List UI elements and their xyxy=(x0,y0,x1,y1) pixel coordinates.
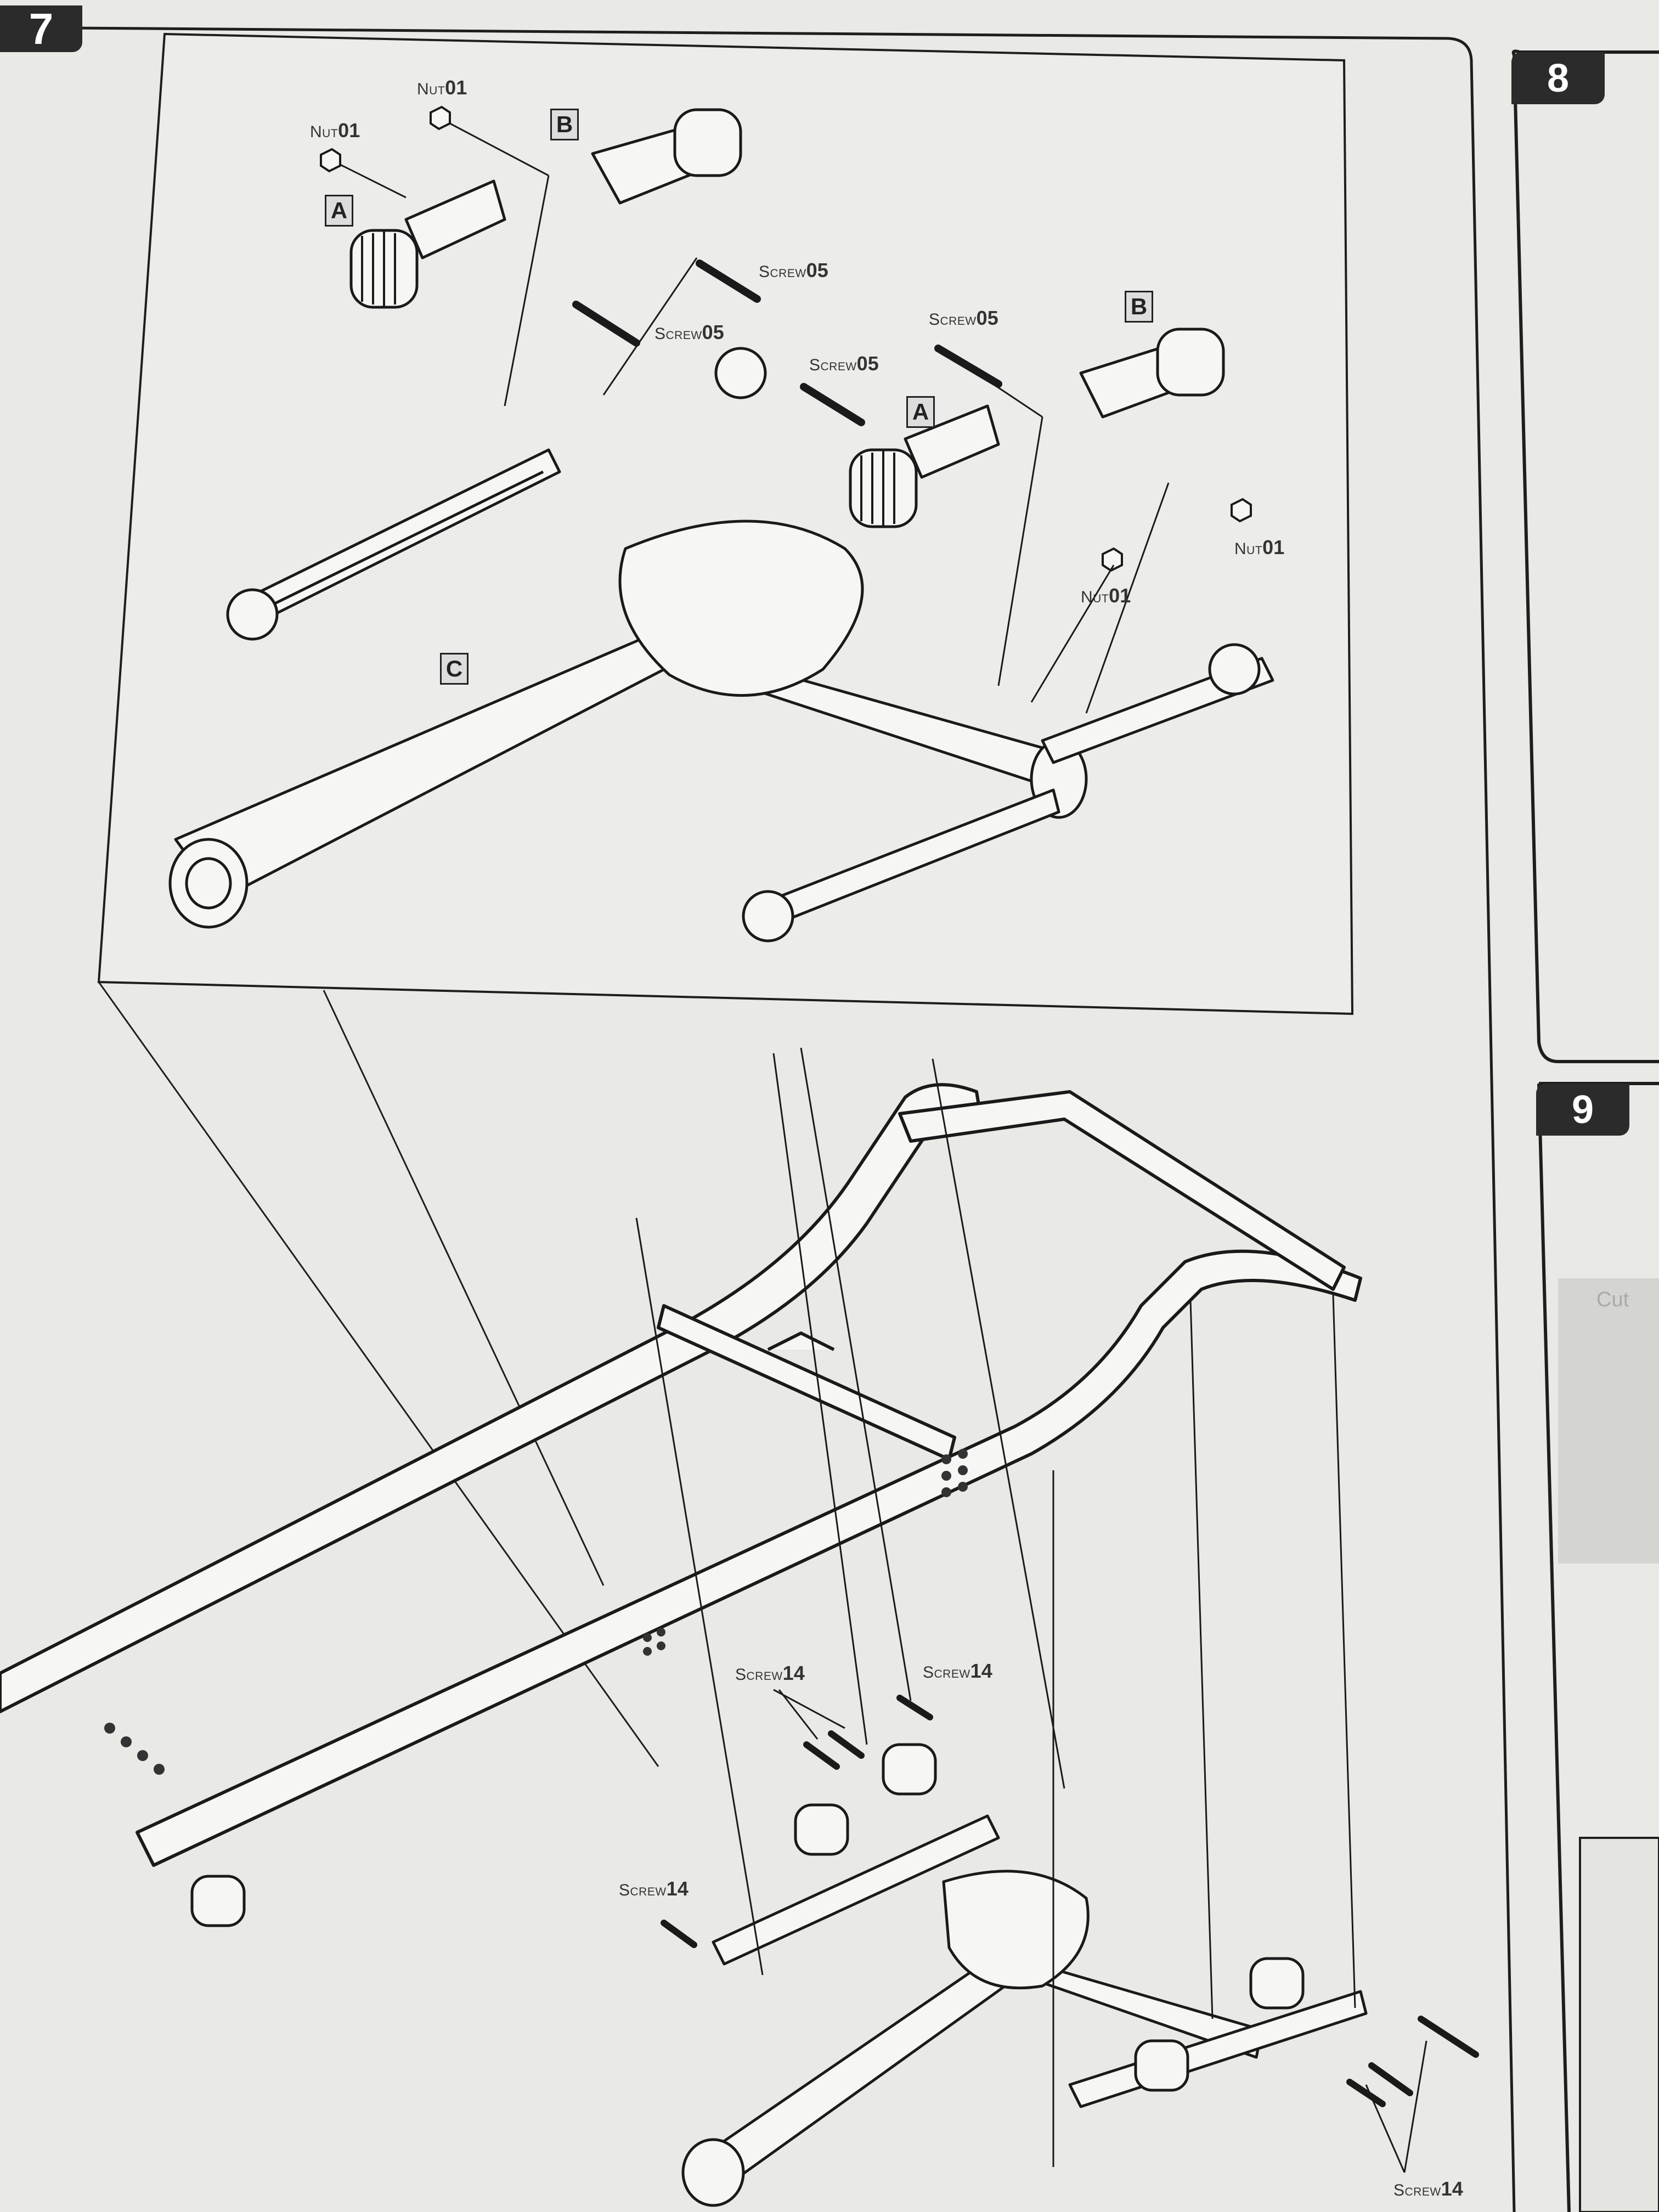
chassis-frame xyxy=(0,1083,1362,1867)
screw-callout: Screw05 xyxy=(759,259,828,281)
main-guide-lines xyxy=(635,1047,1427,2173)
nut-callout: Nut01 xyxy=(310,119,360,142)
screw-callout: Screw14 xyxy=(735,1662,805,1684)
screw-callout: Screw05 xyxy=(654,321,724,343)
part-label-b: B xyxy=(1125,291,1153,323)
part-label-a: A xyxy=(325,195,353,227)
main-screws xyxy=(661,1695,1479,2107)
chassis-holes xyxy=(104,1449,968,1775)
screw-callout: Screw05 xyxy=(809,352,879,375)
main-axle xyxy=(190,1743,1368,2207)
detail-nuts xyxy=(320,105,1252,572)
step-number-badge: 7 xyxy=(0,4,82,53)
part-label-a: A xyxy=(906,396,935,428)
page-border xyxy=(0,26,1516,2212)
detail-coils xyxy=(361,232,895,526)
screw-callout: Screw14 xyxy=(1393,2177,1463,2200)
part-label-c: C xyxy=(440,653,469,685)
screw-callout: Screw05 xyxy=(929,307,998,329)
screw-callout: Screw14 xyxy=(923,1660,992,1682)
side-panel-grey-box xyxy=(1558,1278,1659,1564)
side-panel-cut-label: Cut xyxy=(1596,1288,1629,1311)
nut-callout: Nut01 xyxy=(1081,584,1131,607)
detail-guide-lines xyxy=(340,122,1170,714)
detail-axle-assembly xyxy=(168,108,1274,943)
nut-callout: Nut01 xyxy=(1234,536,1285,558)
step-number-badge-8: 8 xyxy=(1511,52,1605,104)
part-label-b: B xyxy=(550,109,579,140)
nut-callout: Nut01 xyxy=(417,76,467,99)
screw-callout: Screw14 xyxy=(619,1877,689,1900)
side-panel-box-lower xyxy=(1579,1837,1659,2212)
step-number-badge-9: 9 xyxy=(1536,1084,1629,1136)
